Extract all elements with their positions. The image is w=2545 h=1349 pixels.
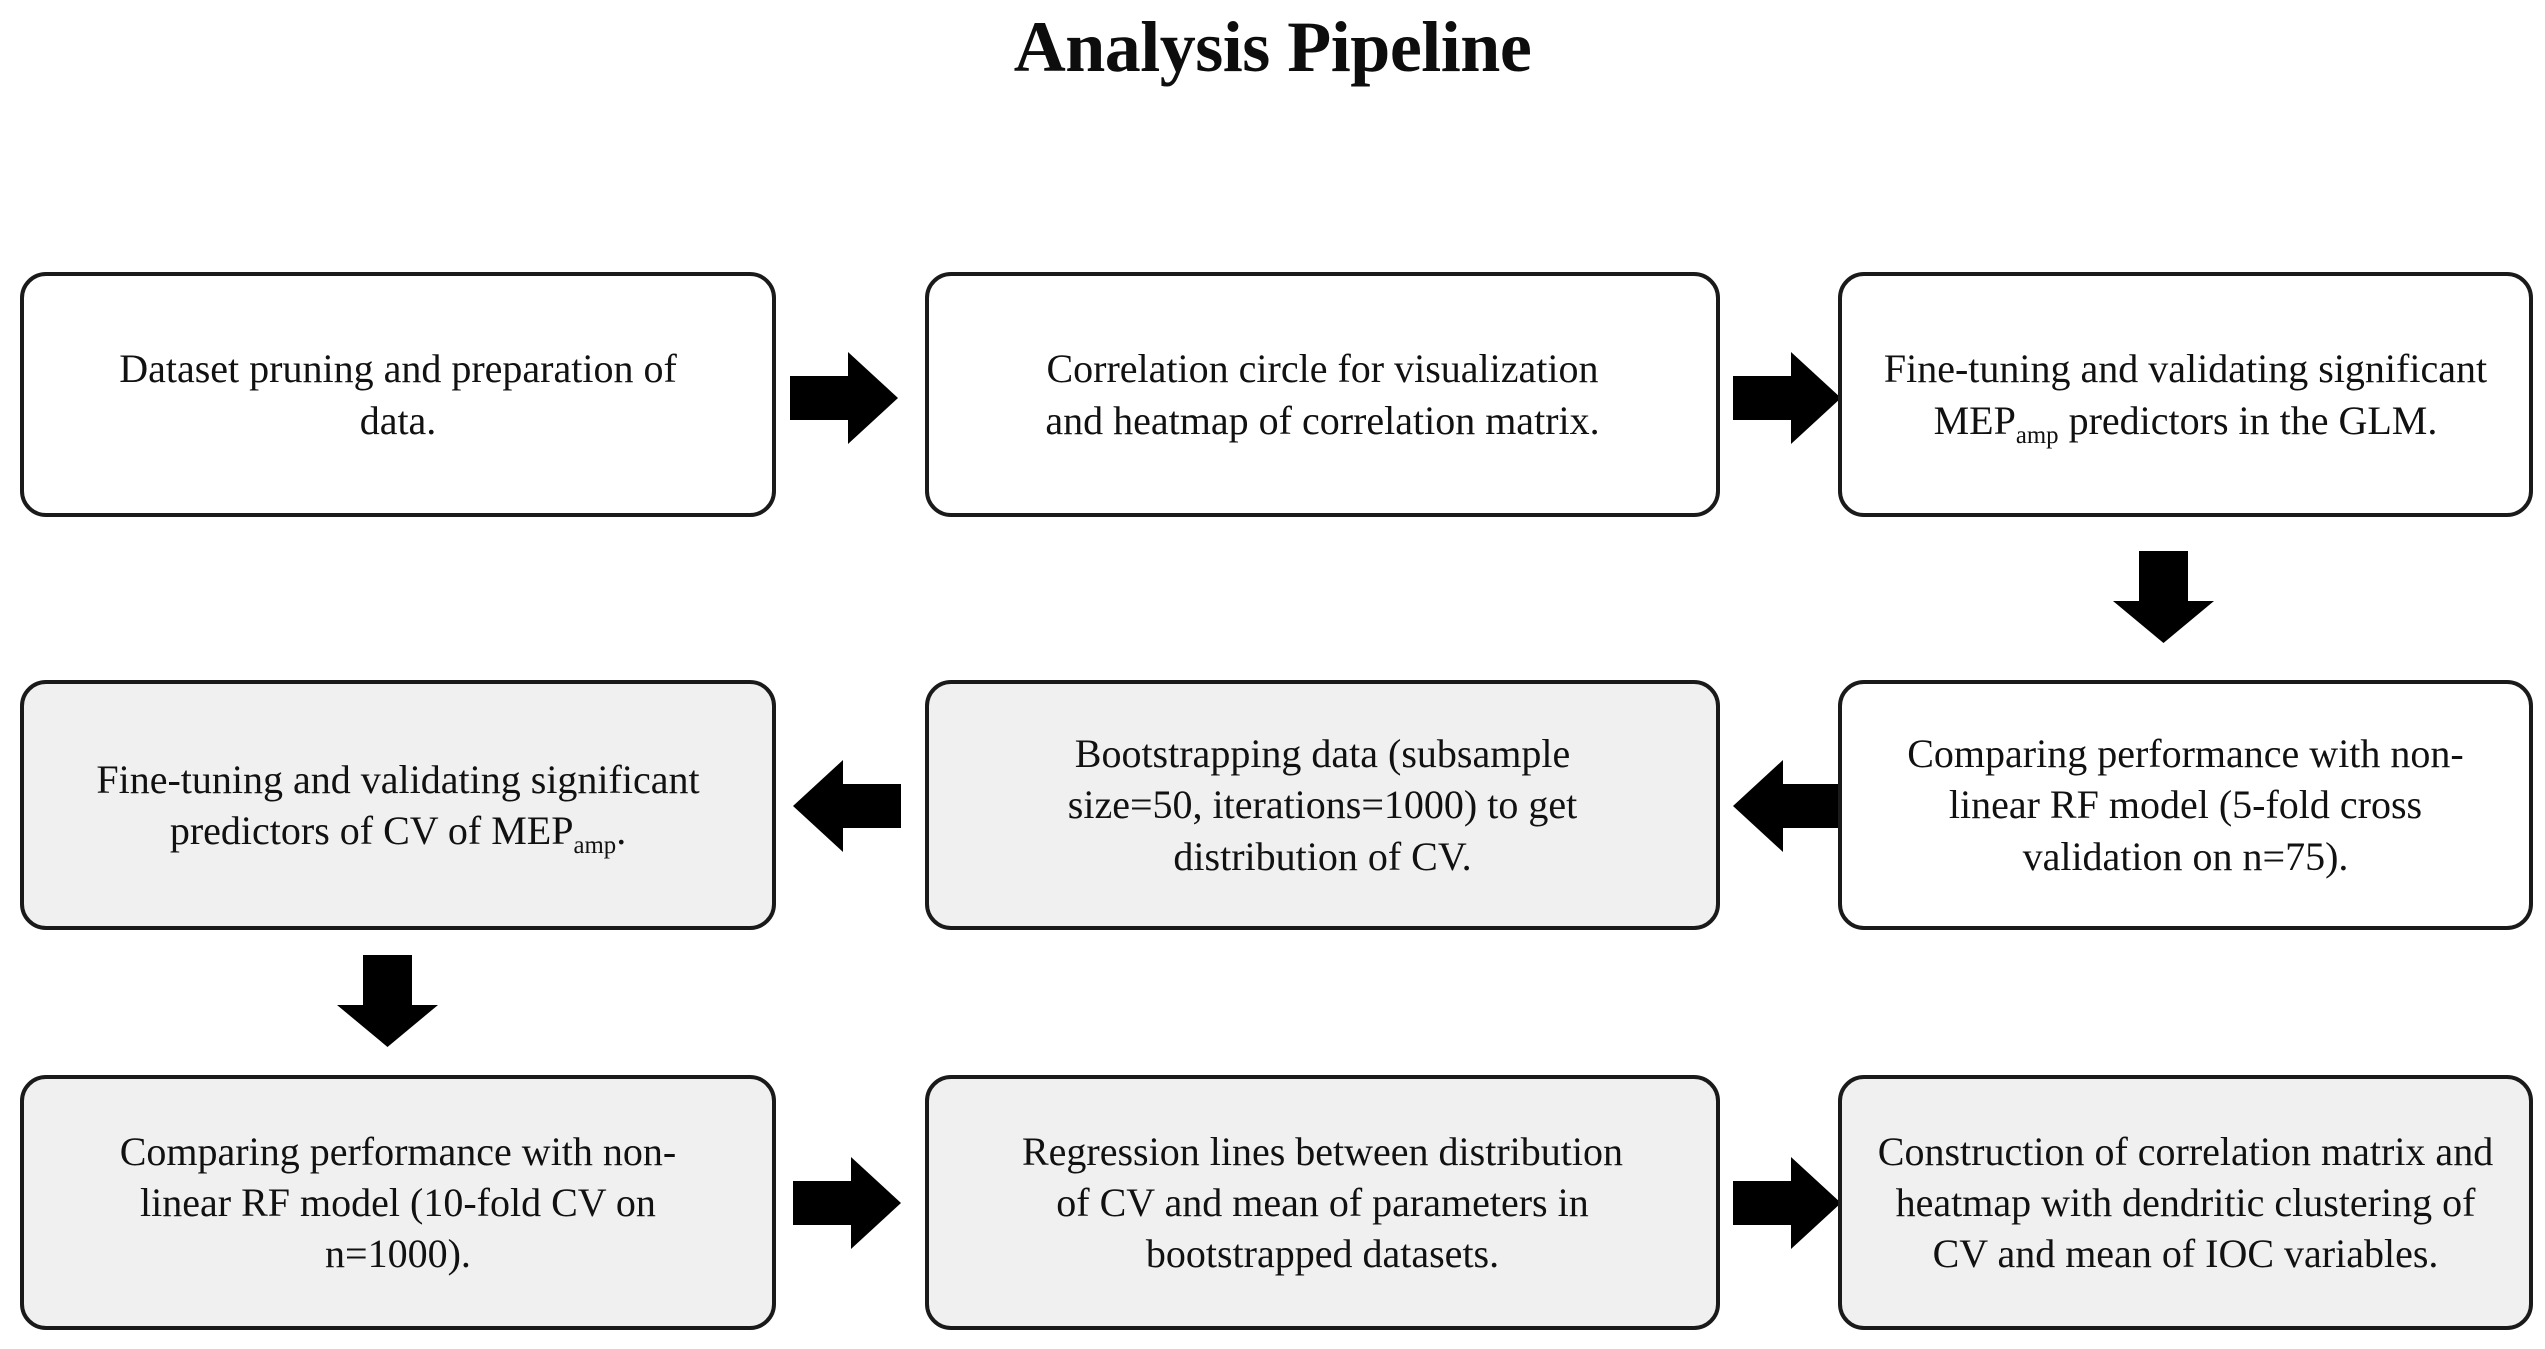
flow-box-line-2: linear RF model (10-fold CV on <box>140 1179 656 1225</box>
flow-box-text: Construction of correlation matrix and h… <box>1868 1126 2503 1280</box>
arrow-right-r3-1to2 <box>793 1157 901 1249</box>
flow-box-line-1: Correlation circle for visualization <box>1046 346 1599 392</box>
flow-box-line-2: heatmap with dendritic clustering of <box>1895 1179 2476 1225</box>
flow-box-line-2: size=50, iterations=1000) to get <box>1067 782 1578 828</box>
flow-box-line-2: and heatmap of correlation matrix. <box>1045 397 1600 443</box>
flow-box-text: Regression lines between distribution of… <box>955 1126 1690 1280</box>
flow-box-line-2: linear RF model (5-fold cross <box>1948 782 2423 828</box>
flow-box-line-3: validation on n=75). <box>2022 833 2349 879</box>
flow-box-text: Dataset pruning and preparation of data. <box>50 343 746 445</box>
mep-tail: . <box>616 808 627 853</box>
flow-box-text: Correlation circle for visualization and… <box>955 343 1690 445</box>
flow-box-correlation-circle: Correlation circle for visualization and… <box>925 272 1720 517</box>
flow-box-regression-lines: Regression lines between distribution of… <box>925 1075 1720 1330</box>
flow-box-line-1: Comparing performance with non- <box>119 1128 677 1174</box>
flow-box-rf-5fold: Comparing performance with non- linear R… <box>1838 680 2533 930</box>
flow-box-rf-10fold: Comparing performance with non- linear R… <box>20 1075 776 1330</box>
flow-box-line-2: MEPamp predictors in the GLM. <box>1933 397 2438 448</box>
flow-box-line-3: bootstrapped datasets. <box>1145 1231 1500 1277</box>
flow-box-line-1: Fine-tuning and validating significant <box>96 756 700 802</box>
arrow-down-r2c1-to-r3c1 <box>337 955 438 1047</box>
flow-box-line-1: Bootstrapping data (subsample <box>1074 731 1571 777</box>
flow-box-bootstrapping: Bootstrapping data (subsample size=50, i… <box>925 680 1720 930</box>
flow-box-line-1: Comparing performance with non- <box>1907 731 2464 777</box>
flow-box-line-3: n=1000). <box>325 1231 471 1277</box>
flow-box-glm-finetuning: Fine-tuning and validating significant M… <box>1838 272 2533 517</box>
mep-label: predictors of CV of MEP <box>169 808 574 853</box>
arrow-right-r3-2to3 <box>1733 1157 1841 1249</box>
flow-box-line-1: Fine-tuning and validating significant <box>1883 346 2488 392</box>
flow-box-text: Comparing performance with non- linear R… <box>50 1126 746 1280</box>
mep-subscript: amp <box>2015 421 2059 449</box>
flow-box-dataset-pruning: Dataset pruning and preparation of data. <box>20 272 776 517</box>
flow-box-line-2: predictors of CV of MEPamp. <box>169 808 627 858</box>
flow-box-line-2: of CV and mean of parameters in <box>1056 1179 1589 1225</box>
arrow-right-r1-1to2 <box>790 352 898 444</box>
page-title: Analysis Pipeline <box>1013 7 1532 87</box>
arrow-left-r2-2to1 <box>793 760 901 852</box>
flow-box-line-2: data. <box>359 397 437 443</box>
arrow-right-r1-2to3 <box>1733 352 1841 444</box>
flow-box-text: Comparing performance with non- linear R… <box>1868 728 2503 882</box>
flow-box-corr-matrix-heatmap: Construction of correlation matrix and h… <box>1838 1075 2533 1330</box>
mep-subscript: amp <box>573 832 617 859</box>
mep-tail: predictors in the GLM. <box>2058 397 2438 443</box>
flow-box-text: Fine-tuning and validating significant p… <box>50 754 746 858</box>
flow-box-line-3: distribution of CV. <box>1173 833 1472 879</box>
flow-box-line-1: Dataset pruning and preparation of <box>119 346 677 392</box>
flow-box-cv-finetuning: Fine-tuning and validating significant p… <box>20 680 776 930</box>
flow-box-line-3: CV and mean of IOC variables. <box>1932 1231 2439 1277</box>
mep-label: MEP <box>1933 397 2016 443</box>
flow-box-line-1: Regression lines between distribution <box>1021 1128 1623 1174</box>
arrow-left-r2-3to2 <box>1733 760 1841 852</box>
arrow-down-r1c3-to-r2c3 <box>2113 551 2214 643</box>
flow-box-text: Bootstrapping data (subsample size=50, i… <box>955 728 1690 882</box>
flow-box-text: Fine-tuning and validating significant M… <box>1868 343 2503 448</box>
flow-box-line-1: Construction of correlation matrix and <box>1877 1128 2494 1174</box>
